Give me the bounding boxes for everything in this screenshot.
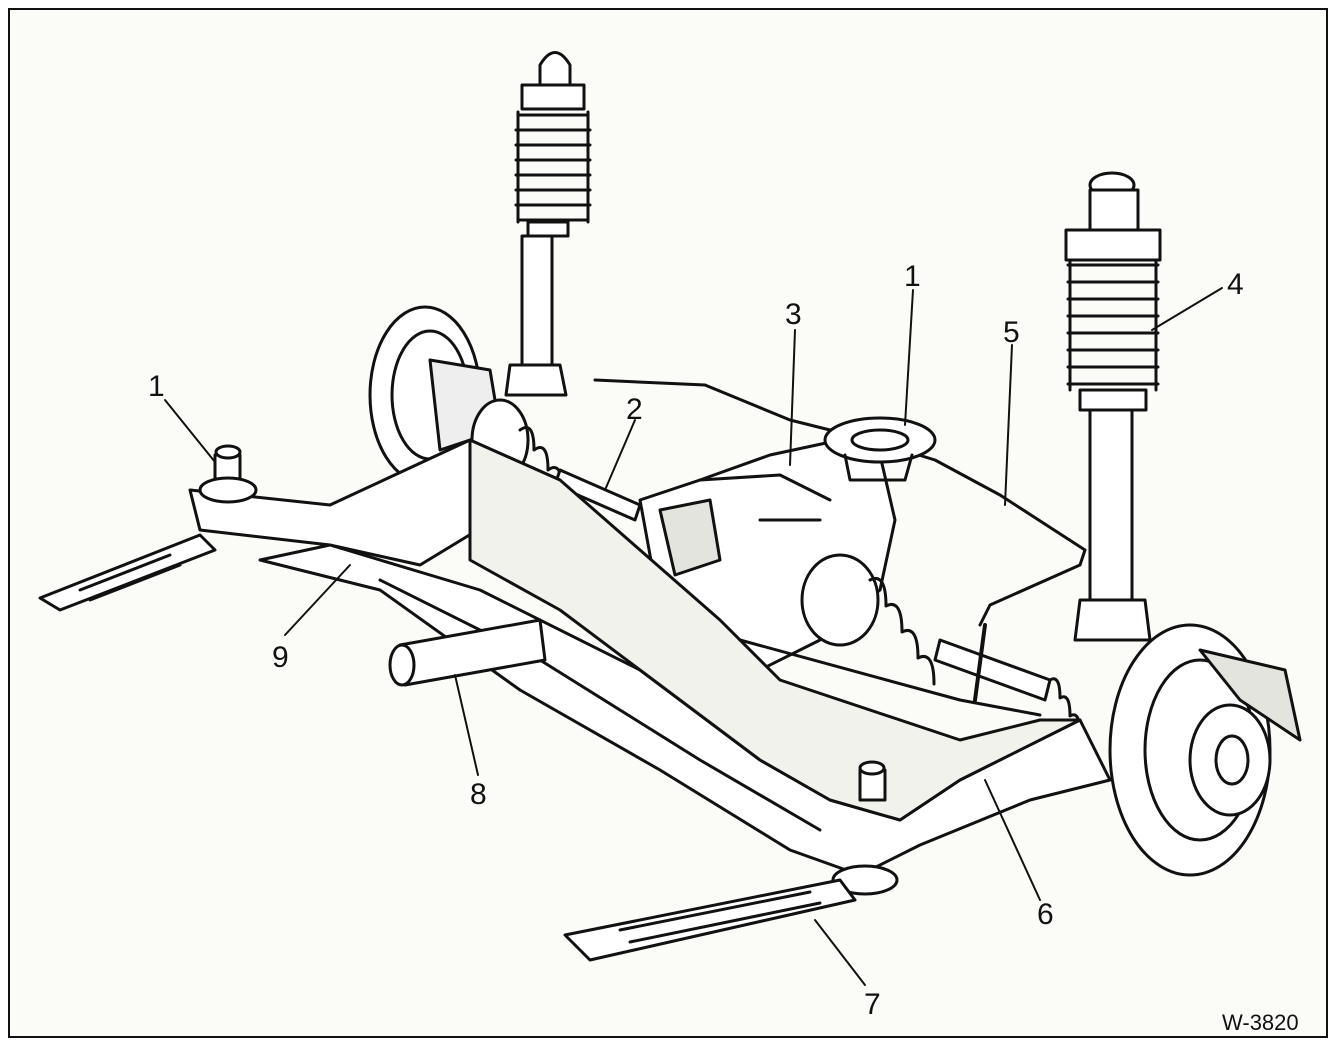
callout-7: 7 bbox=[864, 988, 881, 1021]
callout-4: 4 bbox=[1227, 268, 1244, 301]
subframe bbox=[188, 438, 1112, 877]
figure-id: W-3820 bbox=[1222, 1010, 1299, 1035]
left-bracket bbox=[38, 533, 217, 612]
pipe bbox=[388, 618, 547, 687]
drop-link bbox=[973, 623, 987, 702]
callout-9: 9 bbox=[272, 641, 289, 674]
right-brake-disc bbox=[1108, 623, 1302, 877]
callout-8: 8 bbox=[470, 778, 487, 811]
leader-lines bbox=[164, 287, 1223, 986]
callout-2: 2 bbox=[626, 393, 643, 426]
callout-5: 5 bbox=[1003, 316, 1020, 349]
callout-1-left: 1 bbox=[148, 370, 165, 403]
left-mount-bolt bbox=[198, 444, 258, 504]
lower-bracket bbox=[563, 878, 857, 962]
callout-1-right: 1 bbox=[904, 260, 921, 293]
right-drive-shaft bbox=[800, 553, 1082, 736]
left-strut bbox=[504, 51, 592, 397]
left-coil-spring bbox=[514, 110, 592, 224]
anti-roll-bar bbox=[593, 378, 1087, 627]
right-strut bbox=[1064, 171, 1162, 642]
diff-mount bbox=[823, 416, 937, 482]
callout-6: 6 bbox=[1037, 898, 1054, 931]
callout-3: 3 bbox=[785, 298, 802, 331]
right-coil-spring bbox=[1066, 260, 1160, 392]
right-mount-bolt bbox=[831, 760, 899, 896]
